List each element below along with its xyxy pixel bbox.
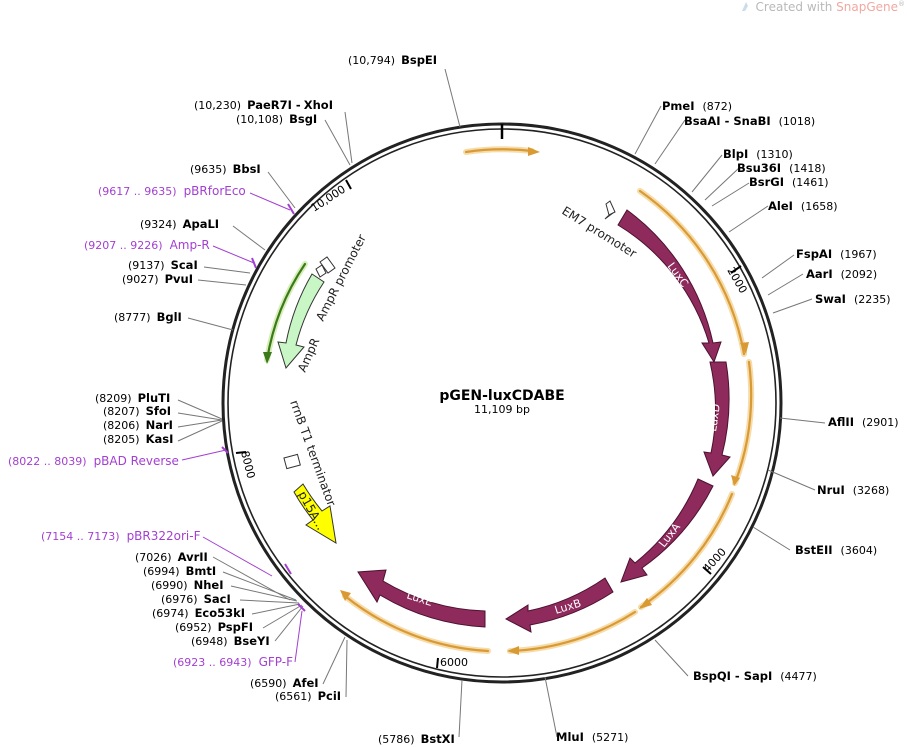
site-pmei: PmeI(872) bbox=[662, 99, 732, 113]
primer-pbad-reverse: (8022 .. 8039)pBAD Reverse bbox=[8, 454, 179, 468]
site-mlui: MluI(5271) bbox=[556, 730, 628, 744]
orf-top bbox=[463, 146, 540, 156]
site-saci: (6976)SacI bbox=[161, 592, 231, 606]
watermark-reg: ® bbox=[898, 0, 905, 8]
primer-gfp-f: (6923 .. 6943)GFP-F bbox=[173, 655, 293, 669]
site-apali: (9324)ApaLI bbox=[140, 217, 219, 231]
orf-right2 bbox=[731, 359, 755, 486]
site-kasi: (8205)KasI bbox=[103, 432, 173, 446]
site-pspfi: (6952)PspFI bbox=[175, 620, 253, 634]
site-bgli: (8777)BglI bbox=[114, 310, 182, 324]
orf-left bbox=[263, 261, 308, 364]
site-pcii: (6561)PciI bbox=[275, 689, 341, 703]
site-nari: (8206)NarI bbox=[103, 418, 173, 432]
site-bmti: (6994)BmtI bbox=[143, 564, 216, 578]
svg-text:8000: 8000 bbox=[238, 450, 257, 480]
svg-text:6000: 6000 bbox=[440, 656, 468, 669]
primer-pbr322ori-f: (7154 .. 7173)pBR322ori-F bbox=[41, 529, 201, 543]
site-nrui: NruI(3268) bbox=[817, 483, 889, 497]
site-alei: AleI(1658) bbox=[768, 199, 838, 213]
site-bbsi: (9635)BbsI bbox=[190, 162, 261, 176]
site-scai: (9137)ScaI bbox=[128, 258, 198, 272]
site-bspei: (10,794)BspEI bbox=[348, 53, 437, 67]
luxa-arrow[interactable]: LuxA bbox=[620, 478, 714, 583]
ampr-label: AmpR bbox=[295, 336, 322, 374]
site-pvui: (9027)PvuI bbox=[122, 272, 193, 286]
watermark-prefix: Created with bbox=[755, 0, 837, 14]
luxb-arrow[interactable]: LuxB bbox=[505, 577, 614, 633]
watermark-brand: SnapGene bbox=[836, 0, 898, 14]
ampr-promoter: AmpR promoter bbox=[313, 232, 369, 323]
luxd-label: LuxD bbox=[706, 403, 723, 432]
site-eco53ki: (6974)Eco53kI bbox=[152, 606, 245, 620]
site-avrii: (7026)AvrII bbox=[135, 550, 208, 564]
site-bsgi: (10,108)BsgI bbox=[236, 112, 317, 126]
luxe-arrow[interactable]: LuxE bbox=[357, 569, 486, 628]
site-aari: AarI(2092) bbox=[806, 267, 877, 281]
orf-bottom bbox=[507, 609, 638, 655]
plasmid-name: pGEN-luxCDABE bbox=[439, 388, 564, 404]
site-swai: SwaI(2235) bbox=[815, 292, 891, 306]
site-paer7i-xhoi: (10,230)PaeR7I-XhoI bbox=[194, 98, 333, 112]
site-pluti: (8209)PluTI bbox=[95, 391, 170, 405]
tick-8000: 8000 bbox=[235, 450, 257, 480]
plasmid-length: 11,109 bp bbox=[474, 403, 530, 416]
site-afei: (6590)AfeI bbox=[250, 676, 319, 690]
svg-text:10,000: 10,000 bbox=[309, 183, 348, 215]
site-bseyi: (6948)BseYI bbox=[191, 634, 270, 648]
ampr-arrow[interactable] bbox=[277, 273, 325, 370]
tick-6000: 6000 bbox=[436, 656, 468, 669]
orf-right bbox=[637, 188, 749, 357]
watermark: Created with SnapGene® bbox=[741, 0, 905, 14]
site-aflii: AflII(2901) bbox=[828, 415, 899, 429]
site-bstxi: (5786)BstXI bbox=[378, 732, 455, 746]
site-labels: (10,794)BspEI (10,230)PaeR7I-XhoI (10,10… bbox=[95, 53, 899, 746]
primer-labels: (9617 .. 9635)pBRforEco (9207 .. 9226)Am… bbox=[8, 184, 293, 669]
site-fspai: FspAI(1967) bbox=[796, 247, 877, 261]
primer-pbrforeco: (9617 .. 9635)pBRforEco bbox=[98, 184, 246, 198]
luxc-arrow[interactable]: LuxC bbox=[617, 209, 722, 364]
site-bsu36i: Bsu36I(1418) bbox=[737, 161, 826, 175]
primer-leaders bbox=[181, 192, 306, 663]
scale-ticks: 2000 4000 6000 8000 10,000 bbox=[235, 179, 750, 669]
backbone bbox=[221, 122, 783, 684]
orf-lower-right bbox=[638, 491, 735, 610]
snapgene-logo-icon bbox=[741, 2, 748, 11]
site-nhei: (6990)NheI bbox=[151, 578, 223, 592]
site-sfoi: (8207)SfoI bbox=[103, 404, 171, 418]
primer-amp-r: (9207 .. 9226)Amp-R bbox=[84, 238, 210, 252]
orf-arrows bbox=[263, 146, 755, 655]
site-bsteii: BstEII(3604) bbox=[795, 543, 877, 557]
plasmid-center: pGEN-luxCDABE 11,109 bp bbox=[439, 388, 564, 416]
site-bsaai-snabi: BsaAI-SnaBI(1018) bbox=[684, 114, 815, 128]
ampr-promoter-label: AmpR promoter bbox=[313, 232, 369, 323]
site-bspqi-sapi: BspQI-SapI(4477) bbox=[693, 669, 817, 683]
regulatory-elements: EM7 promoter AmpR promoter rrnB T1 termi… bbox=[283, 200, 639, 508]
luxd-arrow[interactable]: LuxD bbox=[703, 361, 731, 477]
site-leaders bbox=[177, 68, 826, 738]
site-blpi: BlpI(1310) bbox=[723, 147, 793, 161]
site-bsrgi: BsrGI(1461) bbox=[749, 175, 829, 189]
orf-bottom-left bbox=[340, 590, 491, 654]
rrnb-terminator: rrnB T1 terminator bbox=[283, 398, 339, 508]
